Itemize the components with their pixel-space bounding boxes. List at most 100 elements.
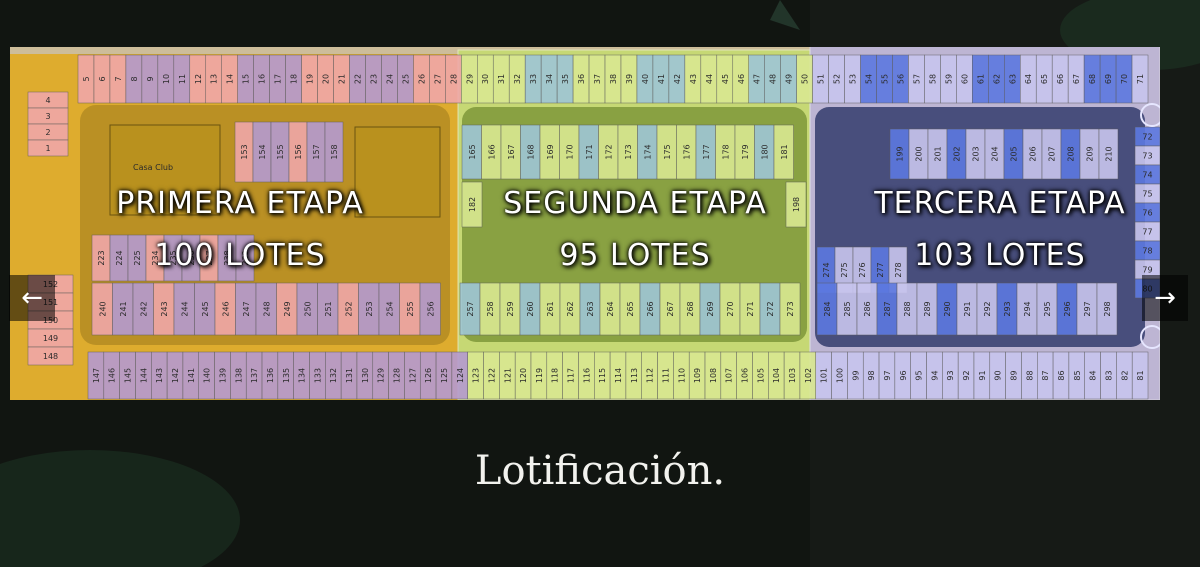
- lot-left-3: 3: [45, 112, 50, 121]
- lot-top-20: 20: [322, 74, 331, 84]
- lot-top-41: 41: [657, 74, 666, 84]
- lot-top-19: 19: [306, 74, 315, 84]
- lot-in2-169: 169: [546, 144, 555, 159]
- lot-bottom-117: 117: [567, 368, 576, 383]
- roundabout-top: [1140, 103, 1160, 127]
- stage-name-segunda: SEGUNDA ETAPA: [503, 186, 767, 221]
- lot-bot3-284: 284: [823, 301, 832, 316]
- stage-label-primera: PRIMERA ETAPA 100 LOTES: [60, 178, 420, 282]
- lot-bot2-258: 258: [486, 301, 495, 316]
- lot-bot1-243: 243: [160, 301, 169, 316]
- lot-bot1-244: 244: [180, 301, 189, 316]
- lot-top-68: 68: [1088, 74, 1097, 84]
- lot-bot3-287: 287: [883, 301, 892, 316]
- lot-top-21: 21: [338, 74, 347, 84]
- lot-top-61: 61: [976, 74, 985, 84]
- lot-right-74: 74: [1142, 171, 1152, 180]
- lot-bot1-250: 250: [303, 301, 312, 316]
- lot-bottom-112: 112: [646, 368, 655, 383]
- lot-top-64: 64: [1024, 74, 1033, 84]
- lot-bot3-298-plot: [1096, 282, 1118, 336]
- lot-top-13: 13: [210, 74, 219, 84]
- lot-bottom-101: 101: [820, 368, 829, 383]
- lot-bottom-108: 108: [709, 368, 718, 383]
- lot-bottom-141: 141: [187, 368, 196, 383]
- lot-bot3-292: 292: [983, 301, 992, 316]
- lot-bot3-286: 286: [863, 301, 872, 316]
- lot-bottom-111: 111: [661, 368, 670, 383]
- amenity-label: Casa Club: [133, 163, 173, 172]
- lot-low1-224: 224: [115, 250, 124, 265]
- lot-low1-238: 238: [223, 250, 232, 265]
- lot-top-29: 29: [465, 74, 474, 84]
- lot-top-48: 48: [769, 74, 778, 84]
- lot-bottom-104: 104: [772, 368, 781, 383]
- lot-bottom-95: 95: [915, 370, 924, 380]
- lot-top-51: 51: [817, 74, 826, 84]
- lot-bot3-295: 295: [1043, 301, 1052, 316]
- lot-top-7: 7: [114, 76, 123, 81]
- lot-mid2-182-plot: [461, 181, 483, 228]
- lot-bottom-93: 93: [946, 370, 955, 380]
- lot-bot2-265: 265: [626, 301, 635, 316]
- lot-top-17: 17: [274, 74, 283, 84]
- lot-bottom-146: 146: [108, 368, 117, 383]
- lot-top-50: 50: [801, 74, 810, 84]
- lot-top-40: 40: [641, 74, 650, 84]
- lot-top-16: 16: [258, 74, 267, 84]
- lot-low1-223: 223: [97, 250, 106, 265]
- lot-top-27: 27: [433, 74, 442, 84]
- lot-top-30: 30: [481, 74, 490, 84]
- lot-in2-176: 176: [682, 144, 691, 159]
- lot-top-45: 45: [721, 74, 730, 84]
- next-arrow-button[interactable]: →: [1142, 275, 1188, 321]
- lot-in2-165: 165: [468, 144, 477, 159]
- lot-top-44: 44: [705, 74, 714, 84]
- stage-name-primera: PRIMERA ETAPA: [116, 186, 364, 221]
- roundabout-bottom: [1140, 325, 1160, 349]
- lot-in2-171: 171: [585, 144, 594, 159]
- lot-top-35: 35: [561, 74, 570, 84]
- lot-bottom-129: 129: [377, 368, 386, 383]
- lot-bot2-271: 271: [746, 301, 755, 316]
- lot-bot2-260: 260: [526, 301, 535, 316]
- lot-in1-158: 158: [330, 144, 339, 159]
- lot-in2-177: 177: [702, 144, 711, 159]
- lot-low3-275: 275: [840, 262, 849, 277]
- lot-low3-274: 274: [822, 262, 831, 277]
- lot-in1-158-plot: [324, 121, 344, 183]
- lot-bottom-100: 100: [835, 368, 844, 383]
- lot-bot2-268: 268: [686, 301, 695, 316]
- lot-top-23: 23: [369, 74, 378, 84]
- lot-bottom-109: 109: [693, 368, 702, 383]
- lot-in3-209: 209: [1086, 146, 1095, 161]
- lot-in3-199: 199: [896, 146, 905, 161]
- lot-bot1-242: 242: [139, 301, 148, 316]
- lot-left-1-plot: [27, 139, 69, 157]
- lot-leftlow-148: 148: [43, 352, 58, 361]
- lot-top-71: 71: [1136, 74, 1145, 84]
- lot-bottom-92: 92: [962, 370, 971, 380]
- lot-bottom-102: 102: [804, 368, 813, 383]
- lot-bottom-143: 143: [155, 368, 164, 383]
- lot-bottom-115: 115: [598, 368, 607, 383]
- lot-right-77: 77: [1142, 228, 1152, 237]
- lot-bottom-81-plot: [1131, 351, 1149, 400]
- lot-bot3-298: 298: [1103, 301, 1112, 316]
- lot-bot2-270: 270: [726, 301, 735, 316]
- prev-arrow-button[interactable]: ←: [9, 275, 55, 321]
- lot-low1-236: 236: [187, 250, 196, 265]
- lot-in3-208: 208: [1067, 146, 1076, 161]
- lot-top-10: 10: [162, 74, 171, 84]
- lot-bot2-269: 269: [706, 301, 715, 316]
- stage-label-segunda: SEGUNDA ETAPA 95 LOTES: [455, 178, 815, 282]
- lot-in2-180: 180: [760, 144, 769, 159]
- lot-top-33: 33: [529, 74, 538, 84]
- lot-bot1-249: 249: [283, 301, 292, 316]
- lot-top-39: 39: [625, 74, 634, 84]
- lot-top-65: 65: [1040, 74, 1049, 84]
- lot-bot1-256-plot: [419, 282, 441, 336]
- lot-bottom-81: 81: [1136, 370, 1145, 380]
- lot-bottom-137: 137: [250, 368, 259, 383]
